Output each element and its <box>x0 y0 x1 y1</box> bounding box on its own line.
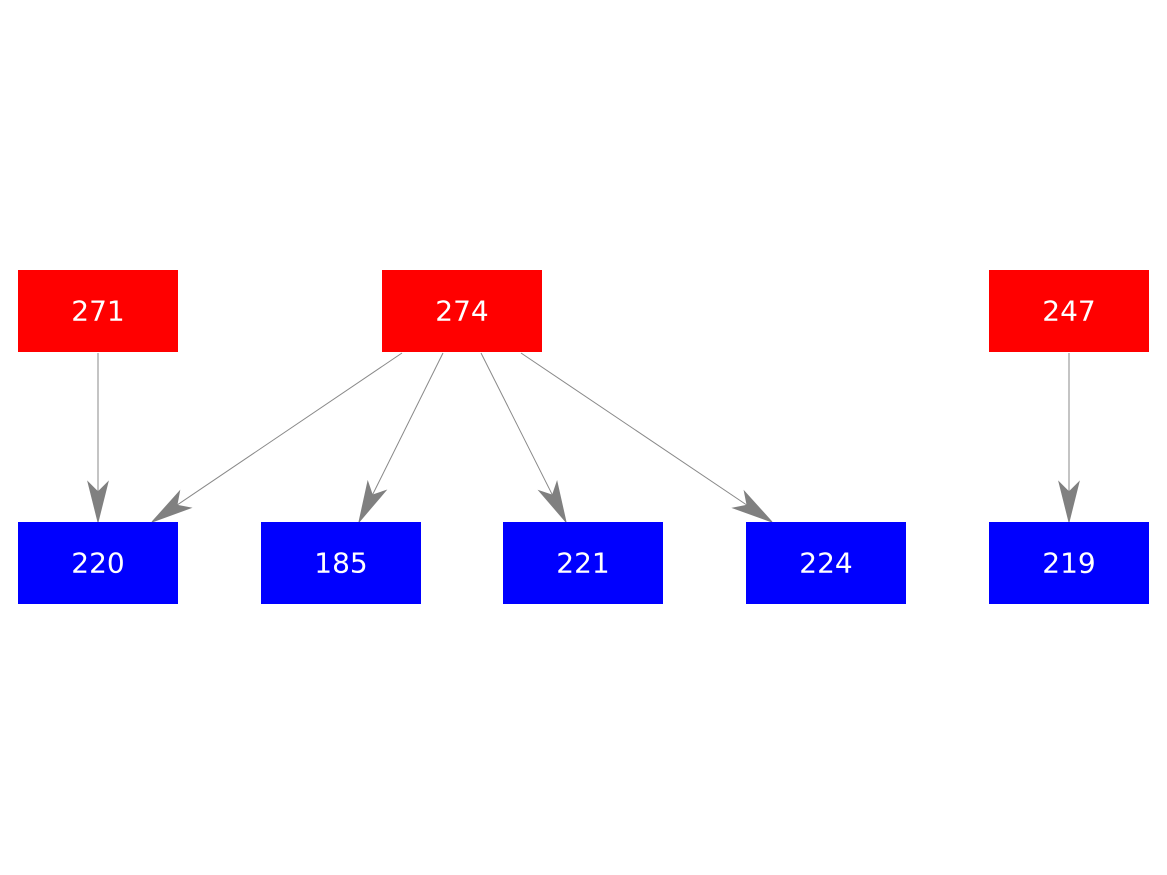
node-label: 224 <box>799 547 852 580</box>
node-label: 221 <box>556 547 609 580</box>
edge-247-to-219 <box>1058 353 1080 523</box>
node-box <box>989 522 1149 604</box>
nodes-layer: 271 274 247 220 185 221 224 219 <box>18 270 1149 604</box>
node-274: 274 <box>382 270 542 352</box>
node-221: 221 <box>503 522 663 604</box>
edge-274-to-221 <box>480 352 567 523</box>
edge-274-to-185 <box>358 352 444 523</box>
edge-line <box>480 352 553 496</box>
node-label: 271 <box>71 295 124 328</box>
node-247: 247 <box>989 270 1149 352</box>
arrowhead-icon <box>151 489 193 523</box>
arrowhead-icon <box>731 489 773 523</box>
arrowhead-icon <box>358 479 388 523</box>
node-box <box>989 270 1149 352</box>
node-label: 185 <box>314 547 367 580</box>
edge-274-to-220 <box>151 352 403 523</box>
node-box <box>503 522 663 604</box>
node-box <box>382 270 542 352</box>
node-label: 220 <box>71 547 124 580</box>
edge-line <box>176 352 403 506</box>
arrowhead-icon <box>87 480 109 523</box>
node-box <box>261 522 421 604</box>
node-box <box>18 522 178 604</box>
edge-274-to-224 <box>520 352 773 523</box>
edge-line <box>520 352 748 506</box>
arrowhead-icon <box>537 479 567 523</box>
node-label: 219 <box>1042 547 1095 580</box>
node-label: 247 <box>1042 295 1095 328</box>
node-219: 219 <box>989 522 1149 604</box>
node-220: 220 <box>18 522 178 604</box>
node-box <box>18 270 178 352</box>
node-label: 274 <box>435 295 488 328</box>
node-271: 271 <box>18 270 178 352</box>
node-224: 224 <box>746 522 906 604</box>
edge-line <box>371 352 444 496</box>
arrowhead-icon <box>1058 480 1080 523</box>
node-185: 185 <box>261 522 421 604</box>
edges-layer <box>87 352 1080 523</box>
node-box <box>746 522 906 604</box>
edge-271-to-220 <box>87 353 109 523</box>
